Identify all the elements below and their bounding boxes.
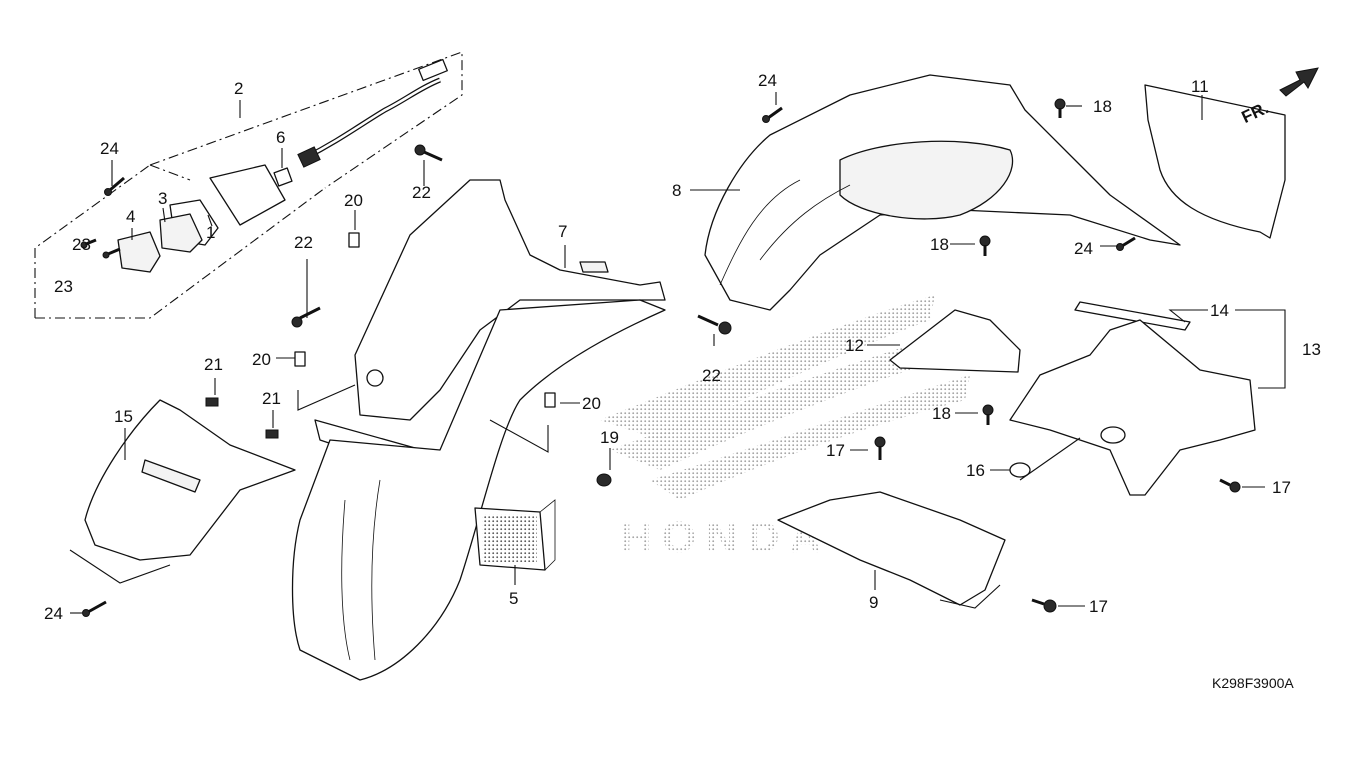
callout-labels: 2 6 24 4 3 1 23 23 22 20 22 7 22 20 20 1… [44,71,1321,623]
callout-24-d: 24 [1074,239,1093,258]
part-11-mud-flap [1144,84,1286,239]
callout-18-b: 18 [930,235,949,254]
callout-3: 3 [158,189,167,208]
callout-9: 9 [869,593,878,612]
callout-16: 16 [966,461,985,480]
callout-22-c: 22 [702,366,721,385]
callout-22-b: 22 [294,233,313,252]
callout-24-c: 24 [758,71,777,90]
part-6-clip [273,167,293,187]
callout-24-b: 24 [44,604,63,623]
callout-18-c: 18 [932,404,951,423]
callout-11: 11 [1191,77,1209,96]
part-14-seal [1074,301,1191,331]
callout-19: 19 [600,428,619,447]
callout-20-a: 20 [344,191,363,210]
callout-23-a: 23 [72,235,91,254]
callout-22-a: 22 [412,183,431,202]
callout-8: 8 [672,181,681,200]
callout-17-b: 17 [1272,478,1291,497]
callout-12: 12 [845,336,864,355]
callout-24-a: 24 [100,139,119,158]
callout-6: 6 [276,128,285,147]
diagram-code: K298F3900A [1212,675,1294,691]
callout-7: 7 [558,222,567,241]
part-8-inner-fender [704,74,1181,311]
callout-1: 1 [206,223,215,242]
part-15-rear-cover [84,399,296,561]
callout-20-c: 20 [582,394,601,413]
callout-5: 5 [509,589,518,608]
callout-18-a: 18 [1093,97,1112,116]
callout-13: 13 [1302,340,1321,359]
callout-21-a: 21 [204,355,223,374]
callout-23-b: 23 [54,277,73,296]
callout-2: 2 [234,79,243,98]
leader-lines [69,92,1286,614]
part-2-wire-harness [297,58,448,168]
screws-group-1 [80,176,125,259]
callout-17-a: 17 [826,441,845,460]
part-9-lower-cover [777,491,1006,606]
callout-20-b: 20 [252,350,271,369]
part-12-bracket [889,309,1021,373]
part-13-inner-cover [1009,319,1256,496]
part-7-rear-fender [291,179,666,681]
callout-21-b: 21 [262,389,281,408]
callout-17-c: 17 [1089,597,1108,616]
callout-14: 14 [1210,301,1229,320]
part-1-3-4-license-lamp [117,164,286,273]
callout-4: 4 [126,207,135,226]
callout-15: 15 [114,407,133,426]
part-5-reflector [474,499,556,571]
fasteners [82,98,1241,617]
